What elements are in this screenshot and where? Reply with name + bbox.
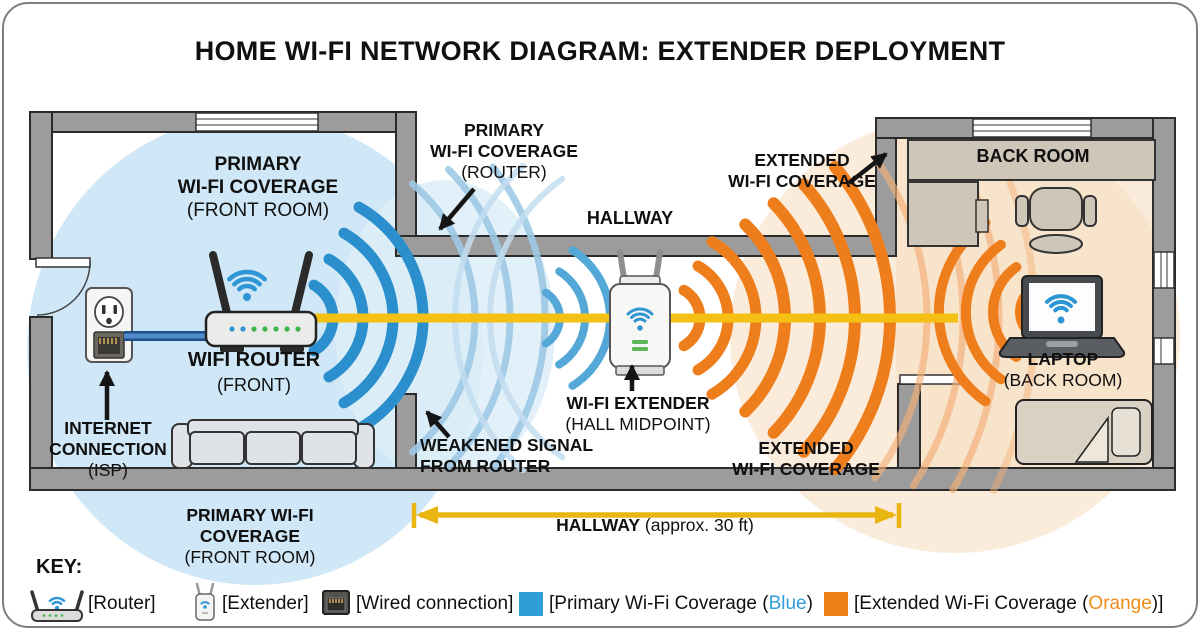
key-extended-label: [Extended Wi-Fi Coverage (Orange)] <box>854 593 1163 615</box>
ethernet-jack-icon <box>322 590 350 615</box>
label-line: INTERNET <box>64 418 152 438</box>
label-line: (ROUTER) <box>461 162 547 182</box>
extender-led <box>632 340 648 344</box>
back-room-banner <box>907 139 1156 181</box>
label-line: (FRONT ROOM) <box>186 200 330 221</box>
label-line: PRIMARY WI-FI <box>186 505 314 525</box>
weakened-signal-label: WEAKENED SIGNAL FROM ROUTER <box>420 435 593 477</box>
wifi-router-label: WIFI ROUTER (FRONT) <box>188 348 320 398</box>
front-door-swing <box>36 261 91 316</box>
front-window <box>195 112 319 132</box>
ethernet-port <box>93 331 125 359</box>
label-line: (HALL MIDPOINT) <box>565 414 711 434</box>
key-primary-suffix: ) <box>806 593 813 614</box>
extended-coverage-swatch <box>824 592 848 616</box>
label-line: WI-FI COVERAGE <box>732 459 880 479</box>
wifi-extender-device <box>609 249 671 376</box>
front-door-leaf <box>35 257 91 268</box>
primary-coverage-swatch <box>519 592 543 616</box>
key-primary-color-word: Blue <box>768 593 807 614</box>
windows <box>195 112 1175 365</box>
router-coverage-label: PRIMARY WI-FI COVERAGE (ROUTER) <box>430 120 578 183</box>
key-extender-label: [Extender] <box>222 593 309 614</box>
hallway-measure-arrow <box>411 503 902 528</box>
label-line: LAPTOP <box>1027 349 1099 369</box>
label-line: WI-FI COVERAGE <box>728 171 876 191</box>
key-wired-label: [Wired connection] <box>356 593 514 614</box>
key-router-label: [Router] <box>88 593 156 614</box>
router-leds <box>229 326 301 332</box>
wifi-waves-icon <box>227 269 267 301</box>
label-line: WI-FI COVERAGE <box>177 177 339 198</box>
wifi-extender-label: WI-FI EXTENDER (HALL MIDPOINT) <box>565 393 710 435</box>
back-room-furniture <box>907 139 1156 465</box>
page-title: HOME WI-FI NETWORK DIAGRAM: EXTENDER DEP… <box>194 36 1006 66</box>
extended-coverage-arrow <box>847 152 888 185</box>
label-line: FROM ROUTER <box>420 456 551 476</box>
wifi-router-device <box>204 251 318 352</box>
label-line: (FRONT) <box>217 375 291 395</box>
weakened-signal-arrow <box>425 410 451 439</box>
label-line: (BACK ROOM) <box>1003 370 1123 390</box>
router-coverage-arrow <box>438 187 476 231</box>
label-line: EXTENDED <box>754 150 850 170</box>
label-line: PRIMARY <box>463 120 545 140</box>
extender-led <box>632 347 648 351</box>
wifi-waves-icon <box>1044 294 1078 324</box>
label-line: WI-FI COVERAGE <box>430 141 578 161</box>
extender-icon <box>195 582 215 621</box>
extended-coverage-label-bottom: EXTENDED WI-FI COVERAGE <box>732 438 880 480</box>
extended-coverage-label-top: EXTENDED WI-FI COVERAGE <box>728 150 876 192</box>
router-icon <box>30 590 84 622</box>
front-coverage-label-top: PRIMARY WI-FI COVERAGE (FRONT ROOM) <box>178 153 338 222</box>
office-chair <box>1015 187 1097 254</box>
bed <box>1015 399 1153 465</box>
couch <box>171 419 375 469</box>
right-window-1 <box>1153 251 1175 289</box>
label-line: EXTENDED <box>758 438 854 458</box>
key-extended-suffix: )] <box>1151 593 1164 614</box>
label-line: (ISP) <box>88 460 128 480</box>
label-line: HALLWAY <box>556 515 641 535</box>
annotation-arrows <box>99 152 888 439</box>
internet-connection-label: INTERNET CONNECTION (ISP) <box>49 418 167 481</box>
key-extended-prefix: [Extended Wi-Fi Coverage ( <box>854 593 1089 614</box>
key-primary-label: [Primary Wi-Fi Coverage (Blue) <box>549 593 813 615</box>
label-line: (FRONT ROOM) <box>184 547 316 567</box>
key-primary-prefix: [Primary Wi-Fi Coverage ( <box>549 593 769 614</box>
label-line: PRIMARY <box>214 154 302 175</box>
label-line: WIFI ROUTER <box>187 349 321 371</box>
right-window-2 <box>1153 337 1175 365</box>
key-title: KEY: <box>36 556 83 578</box>
desk <box>907 181 979 247</box>
laptop-device <box>998 275 1126 358</box>
label-line: COVERAGE <box>199 526 301 546</box>
router-antenna-right <box>291 251 313 317</box>
wall-outlet <box>85 287 133 363</box>
label-line: (approx. 30 ft) <box>640 515 754 535</box>
router-antenna-left <box>209 251 231 317</box>
label-line: WEAKENED SIGNAL <box>420 435 594 455</box>
laptop-label: LAPTOP (BACK ROOM) <box>1004 349 1123 391</box>
label-line: WI-FI EXTENDER <box>566 393 710 413</box>
front-coverage-label-bottom: PRIMARY WI-FI COVERAGE (FRONT ROOM) <box>185 505 316 568</box>
key-extended-color-word: Orange <box>1088 593 1152 614</box>
label-line: CONNECTION <box>49 439 167 459</box>
back-room-label: BACK ROOM <box>976 146 1090 166</box>
back-window <box>972 118 1092 138</box>
hallway-label: HALLWAY <box>586 208 674 228</box>
hallway-measure-label: HALLWAY (approx. 30 ft) <box>556 515 754 536</box>
wifi-waves-icon <box>626 307 654 331</box>
